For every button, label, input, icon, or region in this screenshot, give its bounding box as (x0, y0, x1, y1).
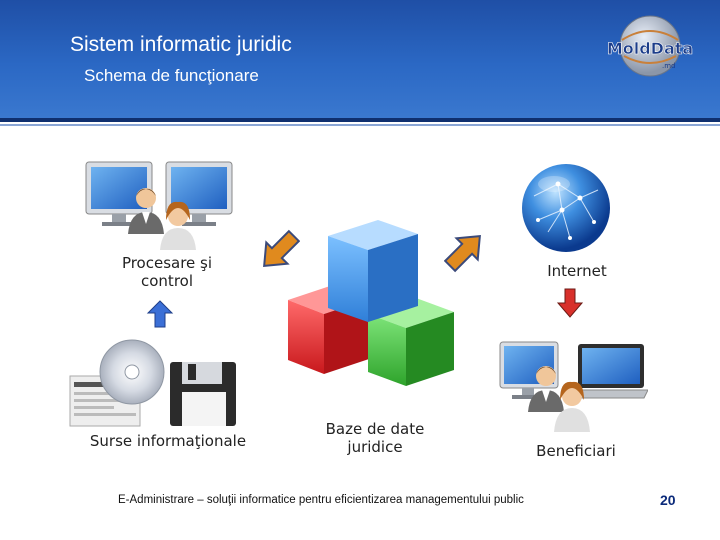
molddata-logo: MoldData .md (607, 15, 693, 77)
arrow-down-icon (556, 288, 584, 318)
globe-icon (522, 164, 610, 252)
header-divider (0, 118, 720, 122)
baze-label: Baze de date juridice (325, 420, 425, 456)
arrow-up-icon (146, 300, 174, 328)
beneficiaries-illustration (499, 341, 648, 432)
logo-subtext: .md (662, 62, 676, 70)
surse-label: Surse informaţionale (89, 432, 247, 450)
footer-text: E-Administrare – soluţii informatice pen… (118, 494, 524, 506)
beneficiari-label: Beneficiari (536, 442, 616, 460)
procesare-label: Procesare şi control (121, 254, 213, 290)
cube-blue (328, 220, 418, 322)
database-cubes (288, 220, 454, 386)
logo-text: MoldData (607, 39, 693, 58)
slide-title: Sistem informatic juridic (70, 33, 292, 56)
cube-green (368, 298, 454, 386)
header-divider-light (0, 124, 720, 126)
arrow-diagonal-up-icon (444, 235, 481, 273)
operators-illustration (85, 161, 233, 250)
internet-label: Internet (547, 262, 607, 280)
page-number: 20 (660, 492, 676, 508)
header-bar (0, 0, 720, 118)
slide-subtitle: Schema de funcţionare (84, 66, 259, 85)
arrow-diagonal-down-icon (263, 229, 300, 267)
sources-illustration (69, 339, 236, 427)
